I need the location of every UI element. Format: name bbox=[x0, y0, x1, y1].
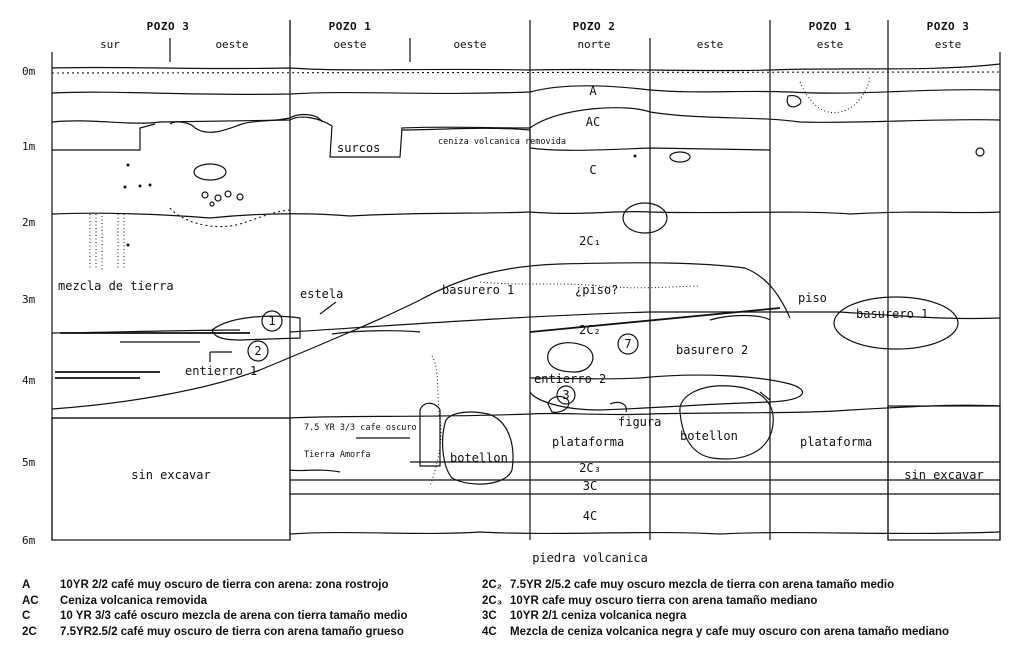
profile-labels: A AC C 2C₁ 2C₂ 2C₃ 3C 4C surcos ceniza v… bbox=[58, 84, 984, 565]
legend-left-column: A 10YR 2/2 café muy oscuro de tierra con… bbox=[0, 578, 408, 640]
legend-description: Ceniza volcanica removida bbox=[60, 594, 208, 607]
header-pozo-1: POZO 3 bbox=[147, 20, 190, 33]
legend-code: 4C bbox=[482, 625, 497, 638]
label-basurero-1-left: basurero 1 bbox=[442, 283, 514, 297]
depth-label-3m: 3m bbox=[22, 293, 36, 306]
header-pozo-8: POZO 3 bbox=[927, 20, 970, 33]
stratigraphic-profile: POZO 3 sur oeste POZO 1 oeste oeste POZO… bbox=[22, 20, 1001, 565]
layer-label-c: C bbox=[589, 163, 596, 177]
legend-code: 2C₃ bbox=[482, 594, 503, 607]
label-sin-excavar-left: sin excavar bbox=[131, 468, 210, 482]
unexcavated-blocks bbox=[51, 405, 1001, 541]
legend-code: 3C bbox=[482, 610, 497, 622]
layer-label-ac: AC bbox=[586, 115, 600, 129]
label-entierro-1: entierro 1 bbox=[185, 364, 257, 378]
header-pozo-3: POZO 1 bbox=[329, 20, 372, 33]
label-basurero-1-right: basurero 1 bbox=[856, 307, 928, 321]
label-piso-question: ¿piso? bbox=[575, 283, 618, 297]
legend-description: 10 YR 3/3 café oscuro mezcla de arena co… bbox=[60, 610, 408, 622]
label-cafe-oscuro: 7.5 YR 3/3 cafe oscuro bbox=[304, 423, 417, 433]
legend-description: 10YR 2/2 café muy oscuro de tierra con a… bbox=[60, 579, 389, 591]
depth-label-5m: 5m bbox=[22, 456, 36, 469]
circled-numbers: 1 2 3 7 bbox=[247, 310, 639, 405]
label-tierra-amorfa: Tierra Amorfa bbox=[304, 450, 371, 460]
header-wall-8: este bbox=[935, 38, 962, 51]
legend-description: 7.5YR 2/5.2 cafe muy oscuro mezcla de ti… bbox=[510, 579, 895, 591]
layer-label-2c3: 2C₃ bbox=[579, 461, 601, 475]
depth-label-0m: 0m bbox=[22, 65, 36, 78]
header-pozo-5: POZO 2 bbox=[573, 20, 616, 33]
label-entierro-2: entierro 2 bbox=[534, 372, 606, 386]
circle-number-7: 7 bbox=[624, 337, 631, 351]
label-piso: piso bbox=[798, 291, 827, 305]
circle-number-3: 3 bbox=[562, 388, 569, 402]
header-wall-4: oeste bbox=[453, 38, 486, 51]
legend-code: A bbox=[22, 579, 31, 591]
column-headers: POZO 3 sur oeste POZO 1 oeste oeste POZO… bbox=[100, 20, 969, 51]
features bbox=[55, 75, 959, 487]
legend-code: 2C₂ bbox=[482, 579, 502, 591]
legend-row: 3C 10YR 2/1 ceniza volcanica negra bbox=[482, 609, 949, 625]
depth-label-4m: 4m bbox=[22, 374, 36, 387]
label-sin-excavar-right: sin excavar bbox=[904, 468, 983, 482]
label-basurero-2: basurero 2 bbox=[676, 343, 748, 357]
depth-label-1m: 1m bbox=[22, 140, 36, 153]
depth-label-2m: 2m bbox=[22, 216, 36, 229]
header-pozo-7: POZO 1 bbox=[809, 20, 852, 33]
layer-label-2c1: 2C₁ bbox=[579, 234, 601, 248]
layer-label-4c: 4C bbox=[583, 509, 597, 523]
circle-number-1: 1 bbox=[268, 314, 275, 328]
label-mezcla-de-tierra: mezcla de tierra bbox=[58, 279, 174, 293]
legend-description: 7.5YR2.5/2 café muy oscuro de tierra con… bbox=[60, 625, 404, 638]
legend-description: 10YR cafe muy oscuro tierra con arena ta… bbox=[510, 594, 818, 607]
label-plataforma-right: plataforma bbox=[800, 435, 872, 449]
label-estela: estela bbox=[300, 287, 343, 301]
label-ceniza-removida: ceniza volcanica removida bbox=[438, 137, 566, 147]
legend-row: 2C₂ 7.5YR 2/5.2 cafe muy oscuro mezcla d… bbox=[482, 578, 949, 594]
header-wall-3: oeste bbox=[333, 38, 366, 51]
legend-description: 10YR 2/1 ceniza volcanica negra bbox=[510, 610, 687, 622]
legend-right-column: 2C₂ 7.5YR 2/5.2 cafe muy oscuro mezcla d… bbox=[482, 578, 949, 640]
legend-row: AC Ceniza volcanica removida bbox=[0, 594, 408, 610]
header-wall-2: oeste bbox=[215, 38, 248, 51]
legend-row: 2C 7.5YR2.5/2 café muy oscuro de tierra … bbox=[0, 625, 408, 641]
legend-code: 2C bbox=[22, 625, 37, 638]
legend-row: 2C₃ 10YR cafe muy oscuro tierra con aren… bbox=[482, 594, 949, 610]
label-piedra-volcanica: piedra volcanica bbox=[532, 551, 648, 565]
label-surcos: surcos bbox=[337, 141, 380, 155]
legend-row: 4C Mezcla de ceniza volcanica negra y ca… bbox=[482, 625, 949, 641]
layer-label-3c: 3C bbox=[583, 479, 597, 493]
legend-row: A 10YR 2/2 café muy oscuro de tierra con… bbox=[0, 578, 408, 594]
legend: A 10YR 2/2 café muy oscuro de tierra con… bbox=[0, 578, 1024, 648]
legend-row: C 10 YR 3/3 café oscuro mezcla de arena … bbox=[0, 609, 408, 625]
layer-label-a: A bbox=[589, 84, 597, 98]
hatching bbox=[89, 147, 985, 272]
label-botellon-right: botellon bbox=[680, 429, 738, 443]
legend-code: AC bbox=[22, 594, 39, 607]
label-figura: figura bbox=[618, 415, 661, 429]
depth-scale: 0m 1m 2m 3m 4m 5m 6m bbox=[22, 65, 36, 547]
legend-description: Mezcla de ceniza volcanica negra y cafe … bbox=[510, 625, 950, 638]
label-plataforma-left: plataforma bbox=[552, 435, 624, 449]
surface-lines bbox=[51, 63, 1001, 74]
label-botellon-left: botellon bbox=[450, 451, 508, 465]
circle-number-2: 2 bbox=[254, 344, 261, 358]
legend-code: C bbox=[22, 610, 31, 622]
header-wall-1: sur bbox=[100, 38, 120, 51]
header-wall-7: este bbox=[817, 38, 844, 51]
layer-boundaries bbox=[51, 85, 1001, 535]
header-wall-5: norte bbox=[577, 38, 610, 51]
header-wall-6: este bbox=[697, 38, 724, 51]
depth-label-6m: 6m bbox=[22, 534, 36, 547]
layer-label-2c2: 2C₂ bbox=[579, 323, 601, 337]
